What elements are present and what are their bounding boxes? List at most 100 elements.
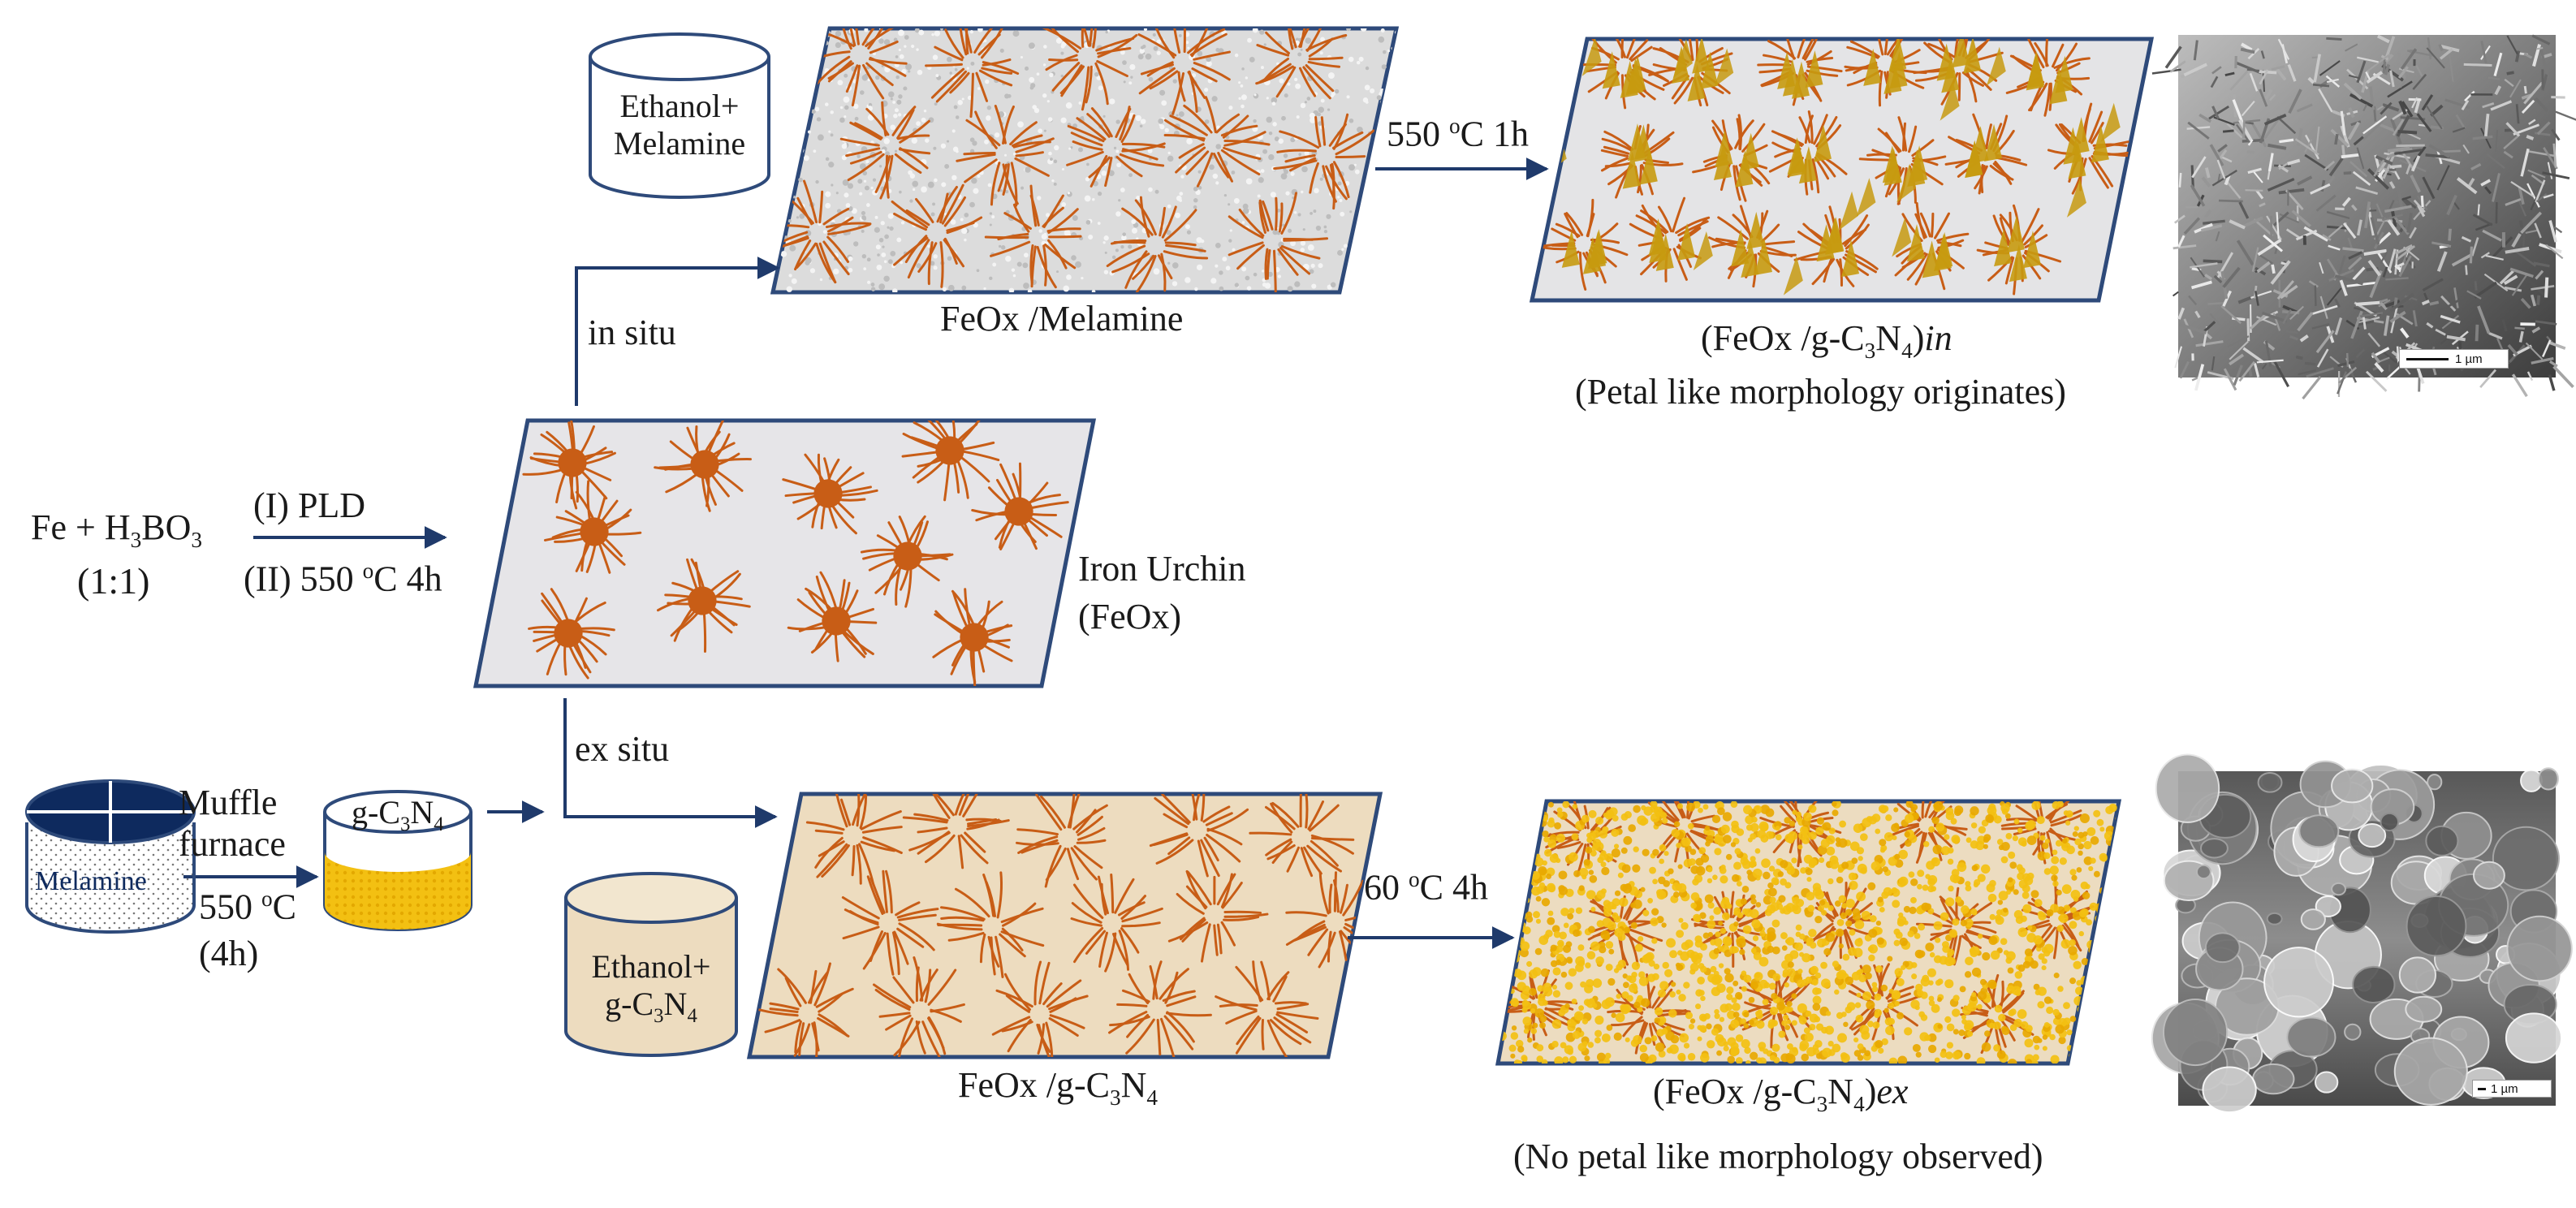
urchin-spine (1119, 153, 1165, 167)
gcn-particle (2044, 839, 2050, 844)
urchin-spine (990, 936, 996, 976)
grain-dot (1290, 171, 1295, 176)
urchin-spine (921, 1020, 943, 1057)
urchin-spine (917, 826, 948, 834)
sem-fiber (2347, 237, 2353, 249)
urchin-spine (816, 55, 851, 85)
grain-dot (1171, 262, 1179, 269)
urchin-spine (2090, 122, 2104, 145)
grain-dot (1212, 173, 1219, 179)
grain-dot (875, 244, 881, 250)
sem-fiber (2341, 196, 2351, 207)
grain-dot (844, 115, 847, 119)
gcn-particle (2108, 930, 2113, 935)
grain-dot (1278, 138, 1284, 145)
sem-fiber (2523, 85, 2527, 94)
grain-dot (1296, 115, 1300, 119)
petal-flake (1909, 145, 1928, 183)
urchin-spine (924, 969, 932, 1003)
gcn-particle (1888, 988, 1894, 994)
urchin-spine (1932, 828, 1952, 848)
sem-fiber (2337, 360, 2355, 367)
gcn-particle (2108, 1020, 2114, 1026)
grain-dot (1219, 270, 1223, 275)
petal-flake (1805, 50, 1823, 88)
sem-fiber (2527, 169, 2546, 179)
gcn-particle (1537, 993, 1546, 1002)
gcn-particle (2043, 943, 2054, 954)
gcn-particle (1767, 934, 1775, 943)
grain-dot (1365, 66, 1370, 71)
sem-fiber (2299, 334, 2309, 343)
sem-fiber (2211, 356, 2216, 371)
petal-flake (1693, 231, 1713, 270)
gcn-particle (2014, 971, 2023, 979)
sem-fiber (2247, 167, 2262, 175)
sem-fiber (2548, 374, 2556, 391)
grain-dot (1103, 270, 1109, 274)
urchin-spine (1690, 814, 1716, 823)
urchin-spine (924, 834, 956, 864)
grain-dot (1153, 45, 1159, 51)
gcn-particle (1836, 918, 1845, 926)
gcn-particle (1623, 835, 1633, 845)
urchin-spine (897, 1017, 914, 1057)
grain-dot (1271, 101, 1276, 106)
petal-flake (2026, 51, 2045, 89)
product-in-label: (FeOx /g-C3N4)in (1701, 318, 1952, 363)
gcn-particle (1584, 1055, 1590, 1062)
urchin-spine (978, 69, 1013, 87)
sem-fiber (2178, 172, 2182, 188)
sem-fiber (2440, 314, 2461, 324)
gcn-particle (1534, 947, 1543, 956)
gcn-particle (1629, 983, 1638, 993)
gcn-particle (1719, 875, 1728, 884)
urchin-spine (1590, 238, 1620, 244)
gcn-particle (1577, 960, 1586, 967)
urchin-spine (1603, 130, 1634, 151)
gcn-particle (1808, 805, 1817, 813)
sem-fiber (2539, 50, 2549, 79)
petal-flake (1628, 55, 1646, 93)
gcn-particle (2001, 1025, 2008, 1033)
gcn-particle (1751, 816, 1758, 823)
grain-dot (1309, 269, 1314, 274)
gcn-particle (1689, 848, 1697, 856)
urchin-spine (1046, 979, 1082, 1008)
urchin-spine (1205, 812, 1233, 826)
sem-fiber (2392, 119, 2405, 136)
grain-dot (1003, 153, 1008, 157)
sem-fiber (2409, 226, 2417, 239)
gcn-particle (2106, 900, 2113, 908)
grain-dot (848, 256, 853, 261)
gcn-particle (1771, 993, 1778, 1000)
grain-dot (1260, 169, 1265, 173)
grain-dot (1288, 228, 1292, 233)
grain-dot (1297, 52, 1302, 57)
gcn-particle (1918, 1011, 1926, 1018)
grain-dot (1283, 153, 1288, 158)
sem-fiber (2204, 209, 2212, 218)
grain-dot (1115, 211, 1121, 217)
sem-fiber (2381, 214, 2403, 222)
grain-dot (887, 226, 890, 229)
gcn-particle (2056, 925, 2065, 932)
grain-dot (857, 154, 861, 158)
gcn-particle (1971, 992, 1977, 998)
grain-dot (1349, 210, 1353, 214)
urchin-spine (851, 845, 856, 877)
beaker-gcn (323, 790, 472, 931)
gcn-particle (1505, 855, 1512, 861)
gcn-particle (1993, 1044, 2001, 1052)
grain-dot (1209, 164, 1215, 170)
gcn-particle (1899, 937, 1908, 947)
gcn-particle (1812, 995, 1822, 1005)
gcn-particle (2074, 1057, 2083, 1063)
urchin-spine (1279, 130, 1320, 149)
grain-dot (943, 213, 947, 216)
grain-dot (1085, 176, 1090, 182)
grain-dot (1121, 235, 1127, 241)
grain-dot (883, 275, 890, 282)
sem-fiber (2441, 314, 2460, 330)
furnace-temp-label: 550 oC (199, 887, 296, 927)
